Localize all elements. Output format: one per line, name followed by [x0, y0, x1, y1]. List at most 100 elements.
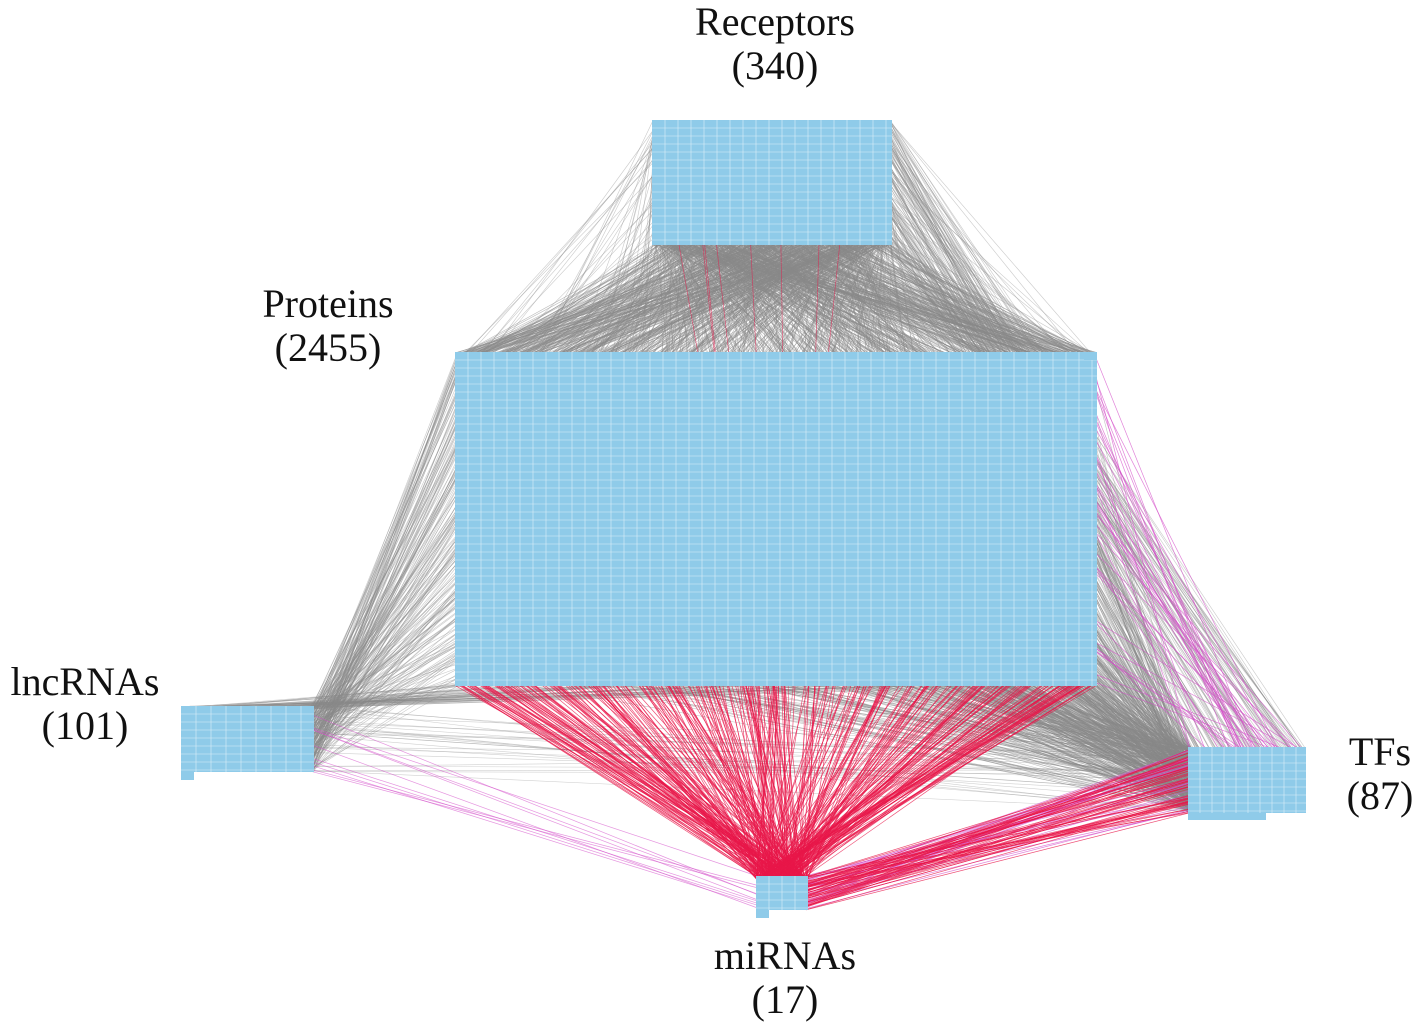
edge-receptor-protein [653, 224, 668, 354]
edge-protein-lncrna [313, 556, 458, 721]
edge-protein-lncrna [310, 667, 459, 722]
edge-magenta-tf [1094, 531, 1294, 751]
edge-receptor-protein [791, 241, 1078, 354]
receptors-count: (340) [731, 43, 819, 88]
edge-magenta-lncrna [312, 714, 760, 896]
red-edges [455, 241, 1193, 911]
edge-protein-lncrna [311, 593, 459, 771]
edge-mirna-protein [541, 682, 800, 880]
edge-mirna-tf [806, 770, 1189, 885]
edge-lncrna-tf [312, 722, 1189, 785]
edge-mirna-tf [804, 758, 1190, 878]
edge-receptor-protein [654, 242, 840, 356]
edge-receptor-protein [888, 229, 1014, 356]
edge-receptor-protein [575, 197, 653, 354]
edge-receptor-protein [654, 235, 775, 354]
edge-receptor-protein [534, 242, 684, 357]
edge-protein-lncrna [311, 521, 459, 728]
edge-protein-lncrna [246, 684, 730, 709]
edge-receptor-protein [505, 238, 654, 355]
edge-protein-lncrna [311, 433, 460, 754]
edge-receptor-protein [743, 241, 922, 356]
edge-protein-lncrna [186, 682, 485, 710]
edge-receptor-protein [891, 171, 1037, 353]
edge-receptor-protein [734, 241, 869, 353]
receptors-node-block [652, 120, 892, 245]
edge-receptor-protein [727, 244, 917, 354]
edge-protein-lncrna [310, 611, 458, 721]
edge-receptor-protein [658, 242, 709, 354]
edge-protein-lncrna [310, 605, 456, 724]
edge-receptor-protein [806, 244, 957, 353]
edge-protein-lncrna [310, 359, 459, 769]
edge-mirna-protein [533, 683, 769, 880]
edge-protein-tf [559, 665, 1191, 804]
tfs-node-block [1188, 747, 1306, 813]
edge-protein-lncrna [295, 684, 471, 708]
edge-protein-lncrna [191, 684, 756, 709]
edge-receptor-protein [877, 241, 902, 353]
edge-protein-lncrna [311, 391, 458, 716]
edge-receptor-protein [875, 243, 1079, 356]
edge-receptor-protein [485, 241, 659, 353]
edge-receptor-protein [889, 241, 892, 355]
edge-receptor-protein [765, 243, 814, 353]
edge-protein-lncrna [311, 545, 459, 714]
edge-mirna-protein [459, 684, 766, 880]
edge-receptor-protein [586, 241, 709, 356]
edge-mirna-protein [747, 684, 785, 880]
edge-protein-lncrna [311, 410, 458, 720]
edge-magenta-tf [1094, 513, 1303, 750]
edge-receptor-protein [480, 158, 655, 354]
edge-protein-lncrna [313, 618, 457, 724]
edge-protein-lncrna [311, 361, 459, 740]
edge-receptor-protein [744, 244, 873, 355]
proteins-node-block [455, 352, 1097, 686]
lncrnas-node-grid [181, 706, 314, 772]
edge-protein-lncrna [312, 491, 459, 710]
edge-protein-lncrna [313, 549, 459, 722]
edge-protein-lncrna [311, 536, 457, 710]
edge-protein-lncrna [310, 643, 458, 710]
edge-receptor-protein [888, 208, 1071, 354]
edge-protein-lncrna [310, 615, 459, 749]
edge-receptor-protein [888, 194, 1012, 356]
edge-protein-lncrna [310, 644, 459, 725]
edge-mirna-protein [688, 684, 775, 879]
edge-mirna-protein [757, 684, 760, 877]
edge-protein-lncrna [309, 544, 458, 718]
edge-protein-lncrna [311, 635, 458, 755]
lncrnas-node-tail [181, 772, 194, 780]
edge-mirna-tf [804, 797, 1192, 898]
edge-mirna-protein [784, 682, 925, 880]
edge-receptor-protein [738, 243, 758, 355]
edge-mirna-protein [687, 684, 808, 879]
edge-protein-lncrna [287, 682, 649, 710]
edge-receptor-protein [823, 243, 886, 357]
edge-receptor-protein [560, 221, 656, 355]
edge-protein-lncrna [312, 392, 458, 707]
edge-receptor-protein [862, 241, 1080, 353]
edge-protein-lncrna [312, 433, 457, 758]
edge-protein-lncrna [312, 501, 459, 770]
edge-receptor-protein [652, 244, 922, 357]
edge-mirna-protein [807, 685, 978, 877]
edge-protein-lncrna [311, 423, 459, 737]
edge-magenta-tf [1093, 531, 1219, 749]
edge-magenta-tf [1095, 620, 1298, 749]
edge-receptor-protein [574, 242, 867, 356]
edge-mirna-protein [760, 683, 930, 880]
edge-protein-lncrna [310, 652, 459, 771]
edge-receptor-protein [814, 242, 1083, 354]
edge-mirna-protein [781, 683, 888, 880]
edge-receptor-protein [652, 244, 1088, 355]
edge-protein-lncrna [313, 352, 459, 738]
edge-protein-lncrna [310, 391, 459, 747]
edge-protein-lncrna [310, 407, 456, 765]
edge-receptor-protein [777, 240, 892, 355]
edge-mirna-protein [806, 683, 836, 878]
edge-receptor-protein [716, 242, 727, 356]
edge-protein-lncrna [310, 618, 459, 715]
edge-magenta-tf [1095, 674, 1290, 752]
edge-magenta-tf [1093, 435, 1257, 751]
